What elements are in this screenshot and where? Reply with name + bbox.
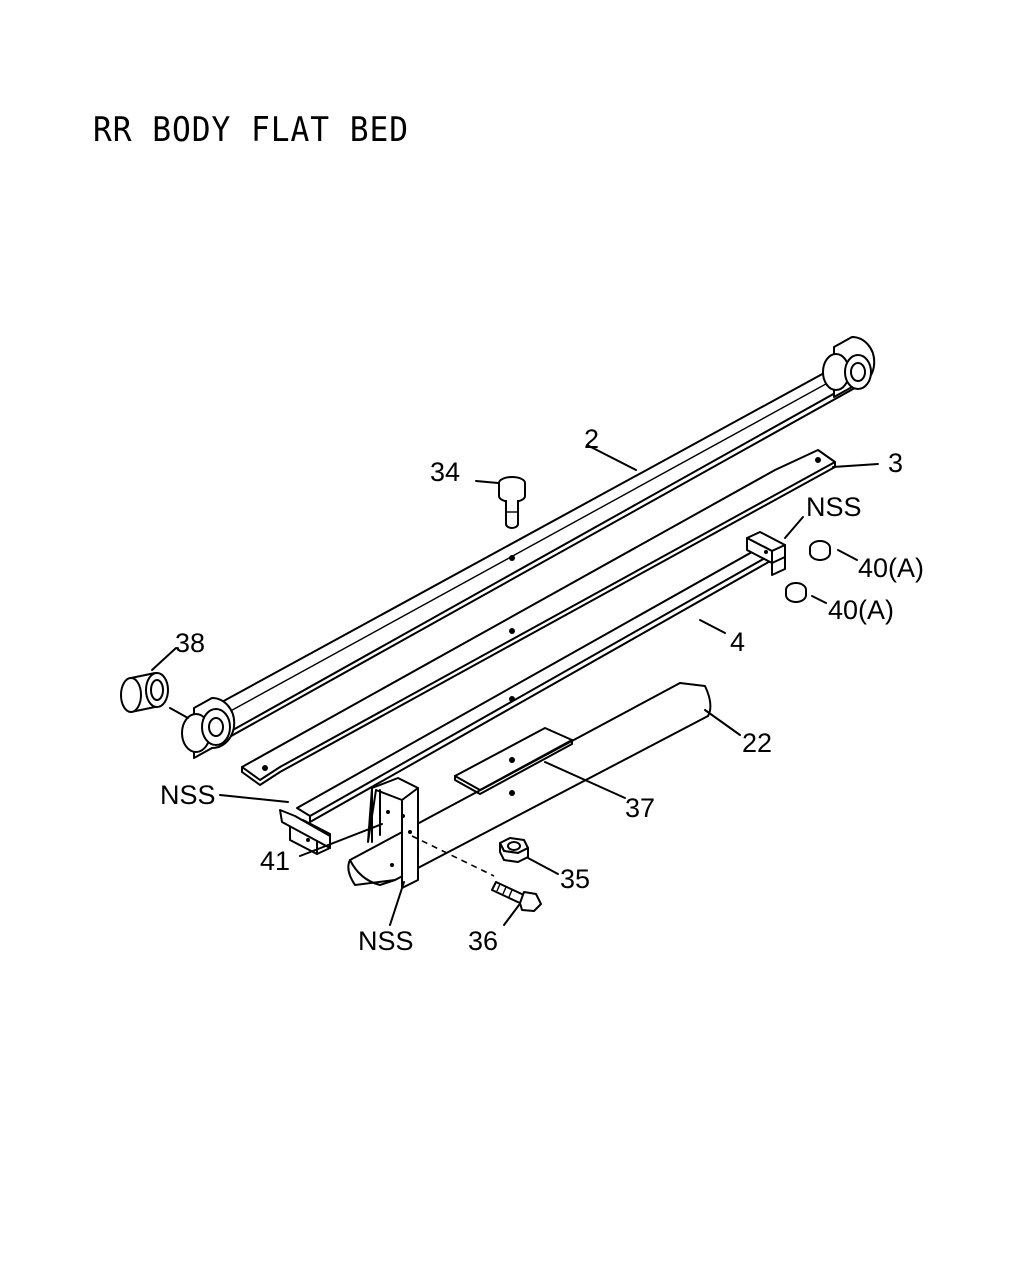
assembly-axis-line	[411, 835, 495, 877]
part-36-bolt[interactable]	[491, 881, 542, 912]
leader-lines	[151, 444, 879, 926]
callout-40a-upper: 40(A)	[858, 553, 924, 583]
callout-36: 36	[468, 926, 498, 956]
callout-4: 4	[730, 627, 745, 657]
callout-nss-top: NSS	[806, 492, 862, 522]
part-22-bottom-leaf[interactable]	[347, 682, 712, 886]
part-40a-pad-lower[interactable]	[785, 582, 807, 603]
callout-2: 2	[584, 424, 599, 454]
part-35-nut[interactable]	[499, 837, 529, 863]
callout-22: 22	[742, 728, 772, 758]
part-37-spacer-plate[interactable]	[454, 727, 573, 795]
callout-40a-lower: 40(A)	[828, 595, 894, 625]
callout-37: 37	[625, 793, 655, 823]
nss-clip-left[interactable]	[279, 809, 331, 855]
part-2-main-leaf[interactable]	[181, 336, 876, 759]
callout-41: 41	[260, 846, 290, 876]
callout-38: 38	[175, 628, 205, 658]
nss-clip-right[interactable]	[746, 531, 786, 576]
diagram-title: RR BODY FLAT BED	[93, 110, 410, 150]
part-34-center-bolt[interactable]	[498, 476, 526, 529]
part-38-bushing[interactable]	[120, 672, 169, 713]
callout-34: 34	[430, 457, 460, 487]
callout-35: 35	[560, 864, 590, 894]
callout-3: 3	[888, 448, 903, 478]
callout-nss-left: NSS	[160, 780, 216, 810]
part-40a-pad-upper[interactable]	[809, 540, 831, 561]
callout-nss-bottom: NSS	[358, 926, 414, 956]
